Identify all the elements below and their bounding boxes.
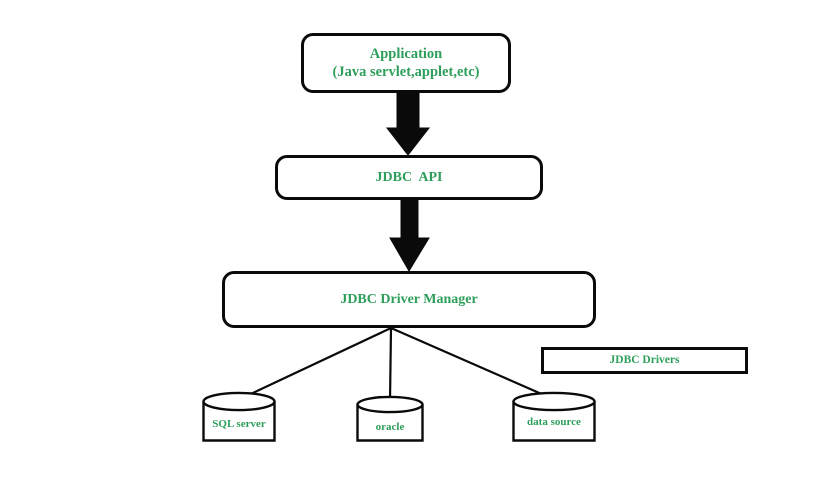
datastore-data-source-label: data source (527, 416, 581, 428)
node-application[interactable]: Application (Java servlet,applet,etc) (301, 33, 511, 93)
node-jdbc-api[interactable]: JDBC API (275, 155, 543, 200)
node-jdbc-api-label: JDBC API (375, 169, 443, 185)
datastore-data-source[interactable]: data source (512, 391, 596, 442)
node-application-label: Application (Java servlet,applet,etc) (333, 45, 480, 81)
cylinder-shape-sql-server (202, 391, 276, 442)
node-application-label-line1: Application (369, 45, 443, 62)
line-driver-manager-to-sql-server (239, 327, 392, 400)
datastore-sql-server-label: SQL server (212, 418, 266, 430)
cylinder-shape-oracle (356, 395, 424, 442)
node-jdbc-driver-manager-label: JDBC Driver Manager (340, 291, 478, 307)
line-driver-manager-to-oracle (388, 327, 393, 402)
node-jdbc-drivers[interactable]: JDBC Drivers (541, 347, 748, 374)
node-jdbc-driver-manager[interactable]: JDBC Driver Manager (222, 271, 596, 328)
datastore-oracle[interactable]: oracle (356, 395, 424, 442)
cylinder-shape-data-source (512, 391, 596, 442)
datastore-oracle-label: oracle (375, 421, 405, 433)
datastore-sql-server[interactable]: SQL server (202, 391, 276, 442)
node-application-label-line2: (Java servlet,applet,etc) (332, 64, 480, 80)
arrow-application-to-api (385, 92, 431, 156)
line-driver-manager-to-data-source (390, 326, 554, 401)
node-jdbc-drivers-label: JDBC Drivers (609, 354, 680, 367)
arrow-api-to-driver-manager (389, 199, 430, 272)
